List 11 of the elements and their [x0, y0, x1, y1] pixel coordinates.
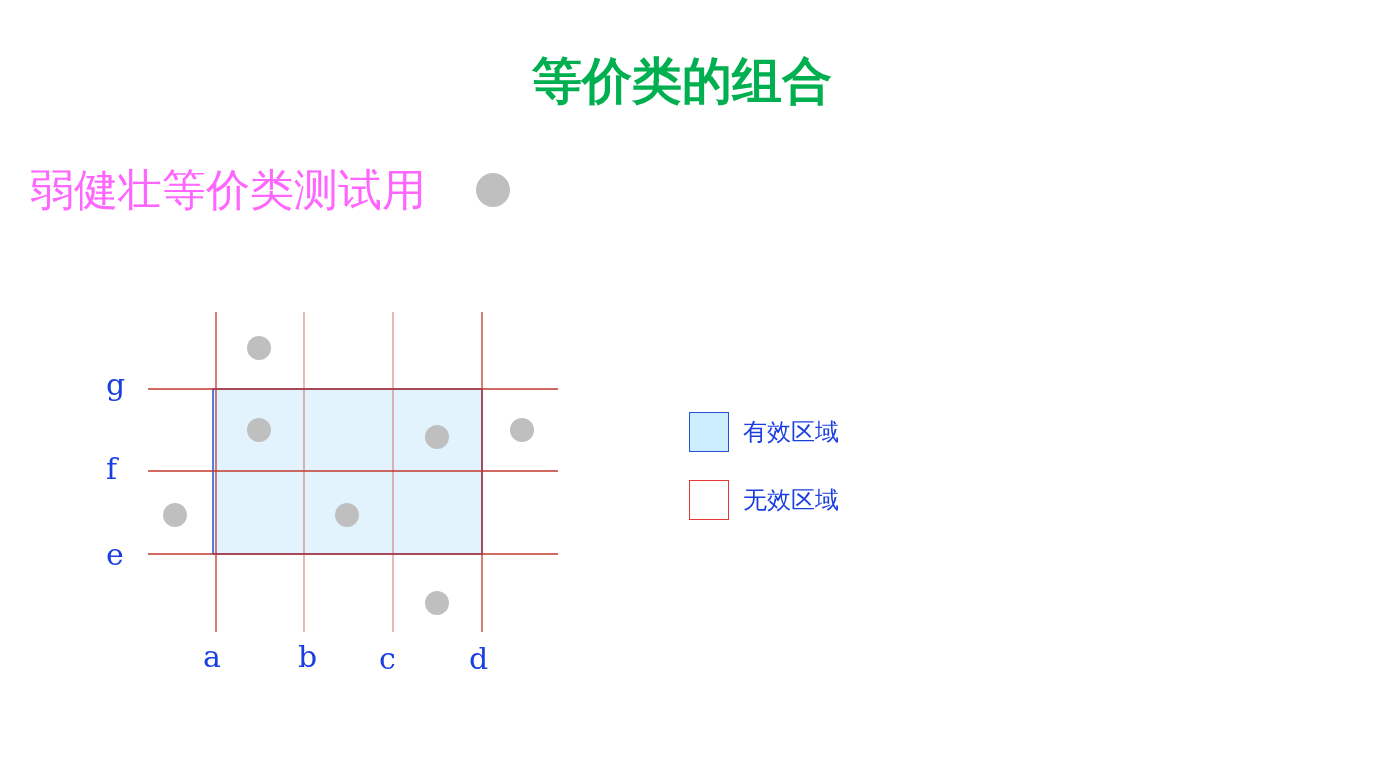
legend-label: 无效区域 — [743, 488, 839, 512]
legend-label: 有效区域 — [743, 420, 839, 444]
axis-label: e — [106, 540, 124, 570]
axis-label: b — [298, 642, 318, 672]
subtitle: 弱健壮等价类测试用 — [30, 168, 426, 212]
axis-label: c — [379, 644, 396, 674]
axis-label: f — [106, 454, 118, 484]
axis-label: d — [469, 644, 489, 674]
axis-label: g — [106, 370, 126, 400]
axis-label: a — [203, 642, 221, 672]
slide-title: 等价类的组合 — [532, 56, 832, 106]
